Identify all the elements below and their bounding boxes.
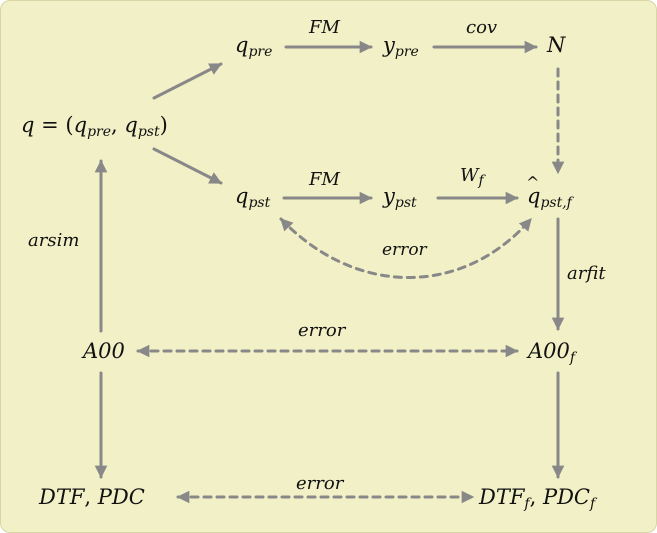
edge-label-error-a: error [298, 320, 346, 341]
node-n: N [547, 33, 566, 57]
edge-label-arsim: arsim [28, 230, 80, 251]
edge-label-error-q: error [382, 240, 427, 260]
node-q-hat-pst-f: ^qpst,f [526, 173, 572, 211]
node-y-pst: ypst [383, 184, 417, 211]
edge-label-cov: cov [466, 17, 498, 38]
node-dtf-pdc: DTF, PDC [39, 485, 145, 509]
edge-label-arfit: arfit [567, 263, 606, 284]
node-q-pst: qpst [235, 184, 271, 211]
node-q-tuple: q = (qpre, qpst) [21, 113, 168, 140]
edge-label-fm-mid: FM [309, 169, 340, 190]
node-dtf-pdc-f: DTFf, PDCf [479, 485, 596, 512]
edge-label-wf: Wf [460, 165, 484, 189]
arrow-error-qpst-qhat [279, 217, 533, 279]
edge-label-fm-top: FM [309, 17, 340, 38]
arrow-q-to-qpst [152, 147, 223, 185]
edge-label-error-d: error [296, 473, 344, 494]
node-a00: A00 [83, 339, 125, 363]
node-q-pre: qpre [235, 33, 273, 60]
node-a00-f: A00f [528, 339, 576, 366]
arrow-q-to-qpre [152, 62, 223, 100]
node-y-pre: ypre [383, 33, 419, 60]
